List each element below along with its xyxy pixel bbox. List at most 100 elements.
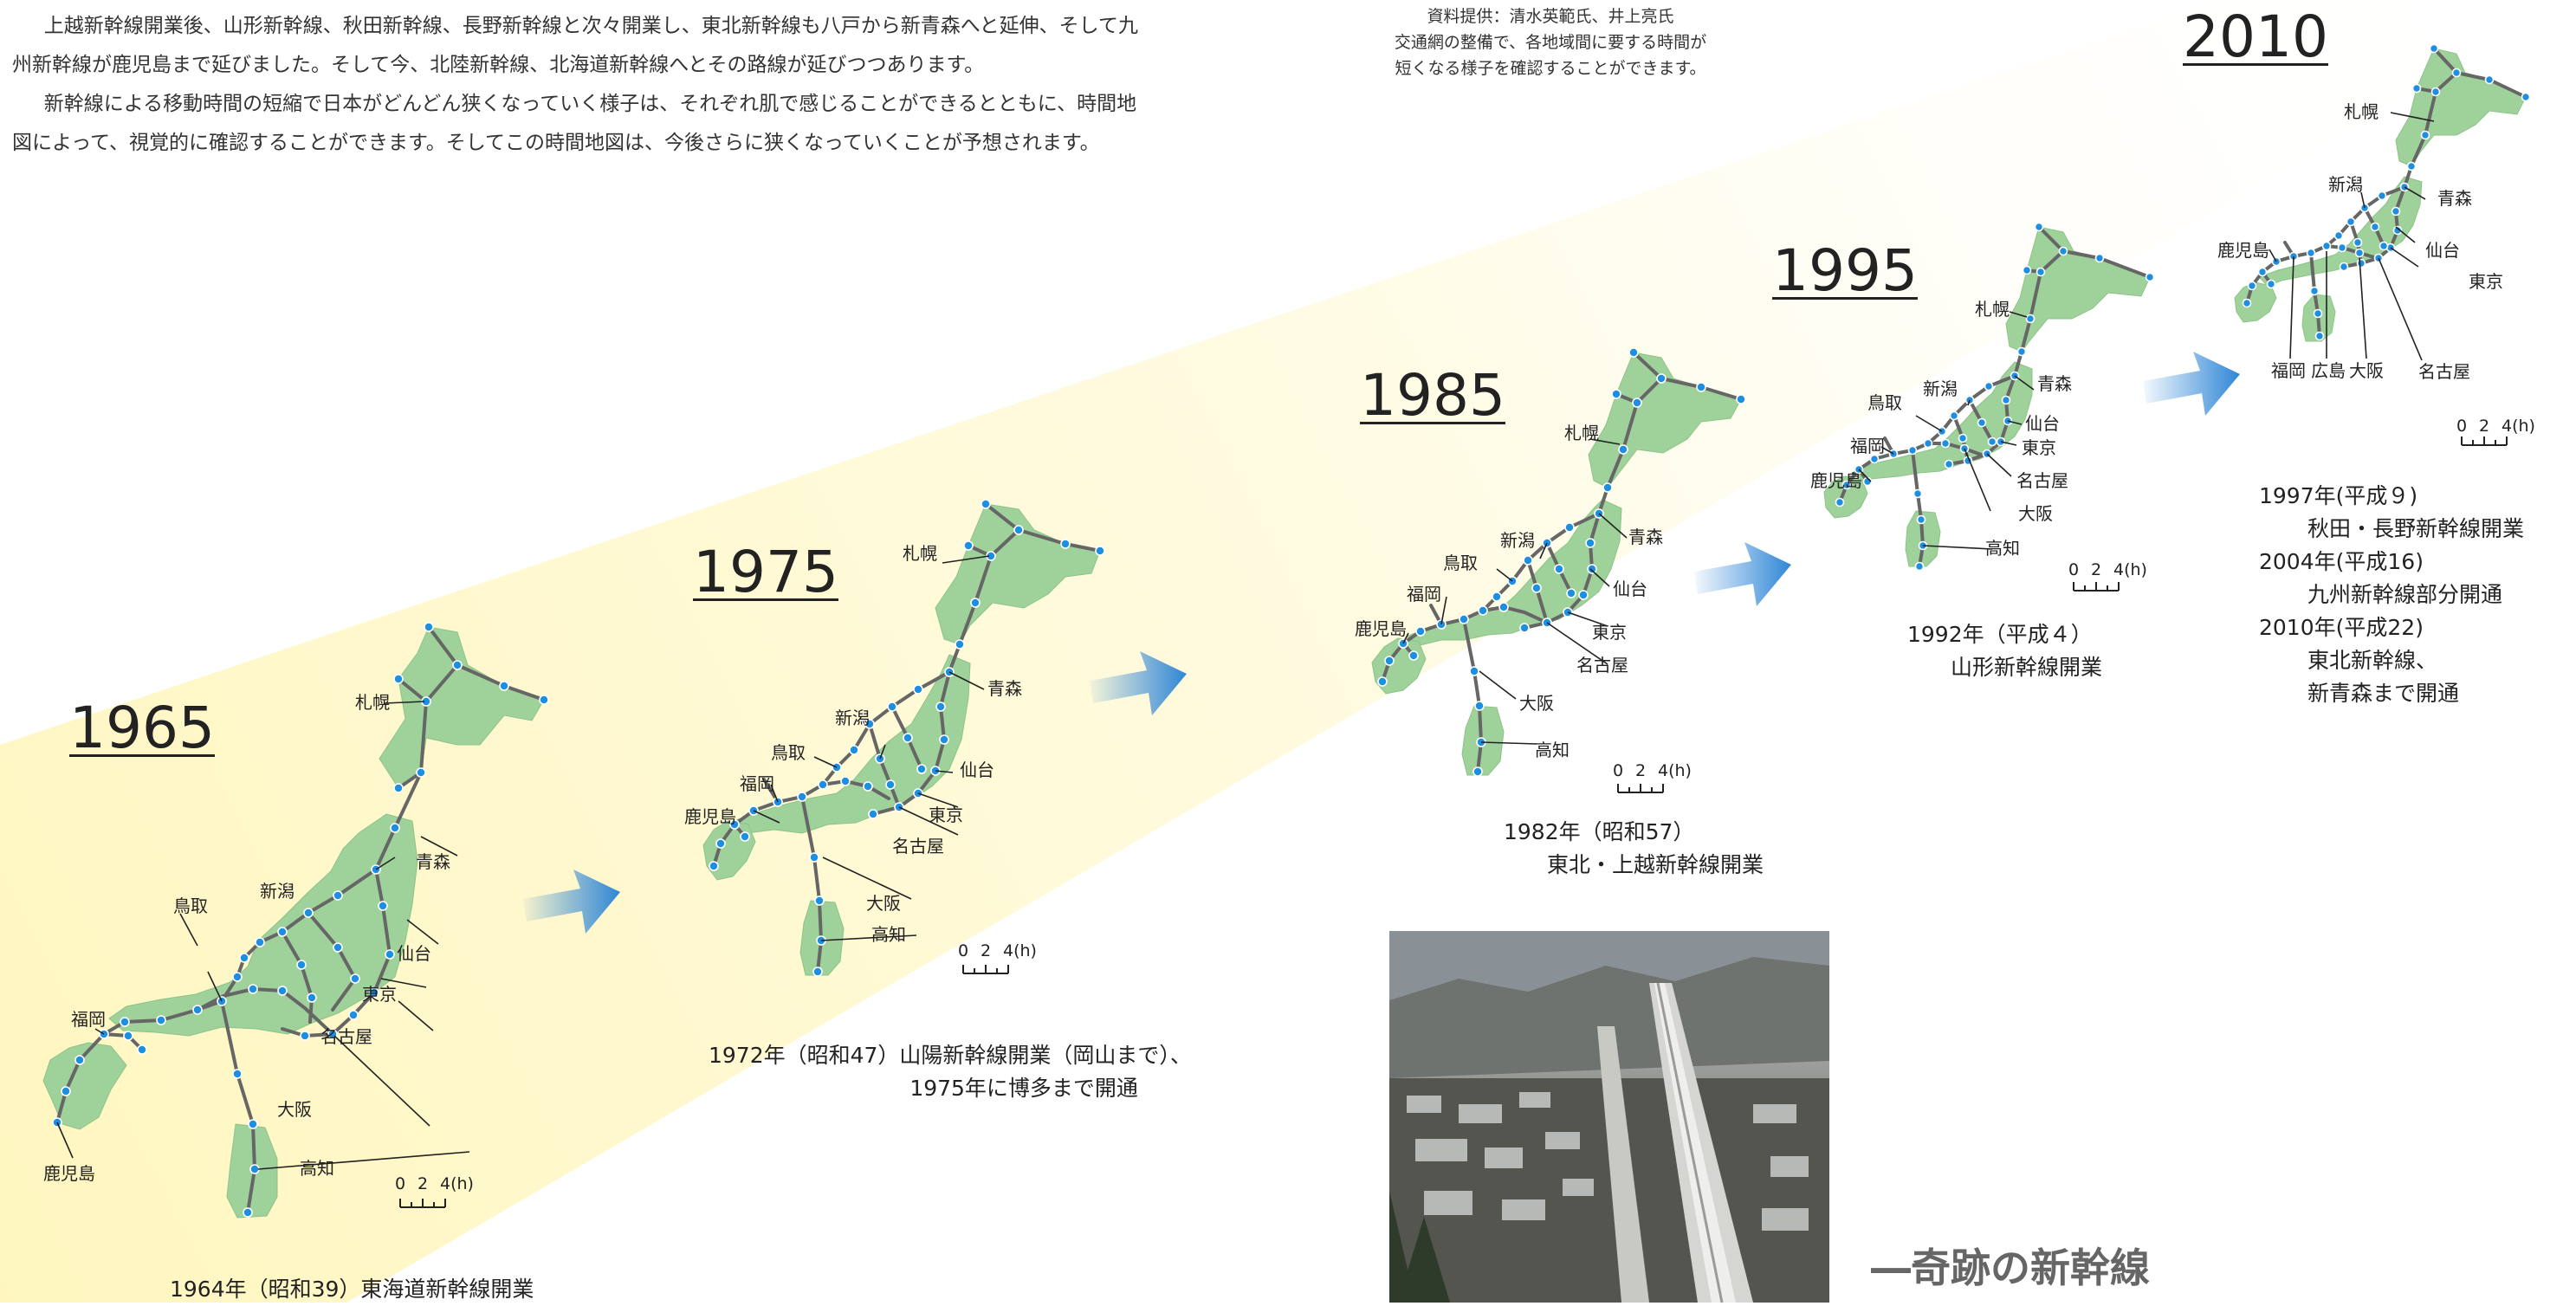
city-label-nagoya: 名古屋	[2016, 470, 2068, 491]
time-map-1975: 札幌 青森 新潟 仙台 鳥取 東京 福岡 名古屋 鹿児島 大阪 高知 0 2 4…	[684, 499, 1105, 977]
city-label-aomori: 青森	[1628, 527, 1663, 547]
leader-lines	[753, 555, 990, 941]
source-credit: 資料提供：清水英範氏、井上亮氏 交通網の整備で、各地域間に要する時間が 短くなる…	[1369, 3, 1732, 81]
scale-tick-4h: 4(h)	[1658, 761, 1692, 780]
city-label-nagoya: 名古屋	[892, 836, 944, 857]
city-label-niigata: 新潟	[260, 881, 294, 902]
time-scale: 0 2 4(h)	[2456, 417, 2535, 446]
city-label-kagoshima: 鹿児島	[1355, 618, 1407, 639]
caption-1985-line-2: 東北・上越新幹線開業	[1547, 852, 1764, 877]
city-label-fukuoka: 福岡	[1407, 584, 1441, 605]
caption-1995: 1992年（平成４） 山形新幹線開業	[1907, 618, 2102, 684]
arrow-right-icon	[2143, 352, 2240, 416]
leader-lines	[2269, 112, 2435, 361]
city-label-osaka: 大阪	[2349, 360, 2384, 381]
scale-tick-0: 0	[958, 941, 968, 960]
city-label-sendai: 仙台	[2425, 240, 2460, 261]
credit-line-2: 交通網の整備で、各地域間に要する時間が	[1394, 33, 1707, 52]
credit-line-3: 短くなる様子を確認することができます。	[1395, 59, 1706, 78]
caption-2010-line-6: 東北新幹線、	[2307, 648, 2438, 673]
leader-lines	[1402, 438, 1628, 745]
footer-title: ―奇跡の新幹線	[1871, 1245, 2150, 1291]
city-label-osaka: 大阪	[2018, 503, 2053, 524]
city-label-kagoshima: 鹿児島	[2217, 240, 2269, 261]
city-label-sendai: 仙台	[1613, 579, 1647, 599]
station-dots	[52, 622, 549, 1218]
intro-text: 上越新幹線開業後、山形新幹線、秋田新幹線、長野新幹線と次々開業し、東北新幹線も八…	[12, 7, 1138, 163]
land-honshu	[108, 813, 418, 1037]
arrow-right-icon	[523, 870, 620, 934]
leader-lines	[1858, 311, 2035, 550]
caption-2010-line-2: 秋田・長野新幹線開業	[2307, 516, 2525, 541]
city-label-aomori: 青森	[2037, 373, 2072, 394]
caption-2010-line-3: 2004年(平成16)	[2259, 549, 2424, 574]
scale-tick-0: 0	[1613, 761, 1623, 780]
leader-lines	[56, 701, 470, 1170]
arrow-right-icon	[1694, 542, 1791, 606]
caption-1975: 1972年（昭和47）山陽新幹線開業（岡山まで）、 1975年に博多まで開通	[709, 1039, 1192, 1105]
caption-1965-line-1: 1964年（昭和39）東海道新幹線開業	[170, 1277, 534, 1302]
city-label-sapporo: 札幌	[1564, 423, 1599, 443]
scale-tick-0: 0	[395, 1174, 405, 1193]
time-map-1965: 札幌 青森 新潟 仙台 鳥取 東京 福岡 名古屋 大阪 高知 鹿児島 0 2 4…	[42, 622, 549, 1219]
city-label-tottori: 鳥取	[1443, 553, 1478, 573]
city-label-aomori: 青森	[987, 678, 1022, 699]
city-label-tokyo: 東京	[362, 984, 397, 1005]
city-label-aomori: 青森	[416, 851, 450, 872]
city-label-niigata: 新潟	[1923, 378, 1958, 399]
city-label-sendai: 仙台	[397, 943, 431, 964]
time-scale: 0 2 4(h)	[2068, 560, 2147, 592]
station-dots	[1377, 347, 1746, 777]
city-label-niigata: 新潟	[1500, 530, 1535, 551]
time-scale: 0 2 4(h)	[395, 1174, 474, 1208]
arrow-right-icon	[1090, 651, 1187, 715]
city-label-nagoya: 名古屋	[2418, 361, 2470, 382]
time-map-1985: 札幌 青森 新潟 仙台 鳥取 福岡 東京 鹿児島 名古屋 大阪 高知 0 2 4…	[1355, 347, 1746, 793]
scale-tick-4h: 4(h)	[440, 1174, 474, 1193]
photo-illustration	[1389, 931, 1829, 1303]
land-hokkaido	[1588, 352, 1742, 488]
scale-tick-4h: 4(h)	[2113, 560, 2147, 579]
scale-tick-2: 2	[2479, 417, 2489, 436]
city-label-tokyo: 東京	[929, 805, 963, 825]
city-label-fukuoka: 福岡	[2271, 360, 2306, 381]
city-label-tokyo: 東京	[2469, 271, 2503, 292]
city-label-tottori: 鳥取	[771, 742, 806, 763]
year-1975-heading: 1975	[693, 539, 838, 605]
shinkansen-photo	[1389, 931, 1829, 1303]
scale-tick-2: 2	[417, 1174, 428, 1193]
land-hokkaido	[2395, 48, 2527, 167]
city-label-tottori: 鳥取	[173, 895, 208, 916]
city-label-aomori: 青森	[2437, 188, 2472, 209]
city-label-fukuoka: 福岡	[1850, 436, 1885, 456]
scale-tick-2: 2	[1635, 761, 1646, 780]
time-map-1995: 札幌 青森 新潟 鳥取 仙台 福岡 東京 鹿児島 名古屋 大阪 高知 0 2 4…	[1810, 222, 2155, 592]
scale-tick-2: 2	[2091, 560, 2101, 579]
scale-tick-2: 2	[981, 941, 991, 960]
city-label-kagoshima: 鹿児島	[1810, 470, 1862, 491]
scale-tick-0: 0	[2456, 417, 2467, 436]
land-kyushu	[2234, 281, 2277, 323]
city-label-sapporo: 札幌	[2344, 101, 2379, 122]
city-label-osaka: 大阪	[866, 893, 901, 914]
year-1965-heading: 1965	[69, 695, 215, 761]
city-label-sapporo: 札幌	[355, 692, 390, 713]
city-label-nagoya: 名古屋	[1576, 655, 1628, 676]
city-label-sapporo: 札幌	[903, 543, 937, 564]
year-1995-heading: 1995	[1772, 237, 1918, 304]
city-label-osaka: 大阪	[1519, 693, 1554, 714]
caption-1965: 1964年（昭和39）東海道新幹線開業	[170, 1273, 534, 1306]
city-label-niigata: 新潟	[835, 708, 870, 728]
year-1985-heading: 1985	[1360, 362, 1505, 429]
caption-1985: 1982年（昭和57） 東北・上越新幹線開業	[1504, 816, 1764, 882]
city-label-hiroshima: 広島	[2311, 360, 2346, 381]
station-dots	[2242, 43, 2531, 341]
caption-2010: 1997年(平成９) 秋田・長野新幹線開業 2004年(平成16) 九州新幹線部…	[2259, 480, 2524, 710]
land-kyushu	[1823, 475, 1868, 519]
caption-1995-line-1: 1992年（平成４）	[1907, 622, 2093, 647]
caption-1975-line-1: 1972年（昭和47）山陽新幹線開業（岡山まで）、	[709, 1043, 1192, 1068]
city-label-sendai: 仙台	[2025, 413, 2060, 434]
city-label-sapporo: 札幌	[1975, 299, 2010, 320]
scale-tick-4h: 4(h)	[1003, 941, 1037, 960]
city-label-fukuoka: 福岡	[71, 1009, 106, 1030]
